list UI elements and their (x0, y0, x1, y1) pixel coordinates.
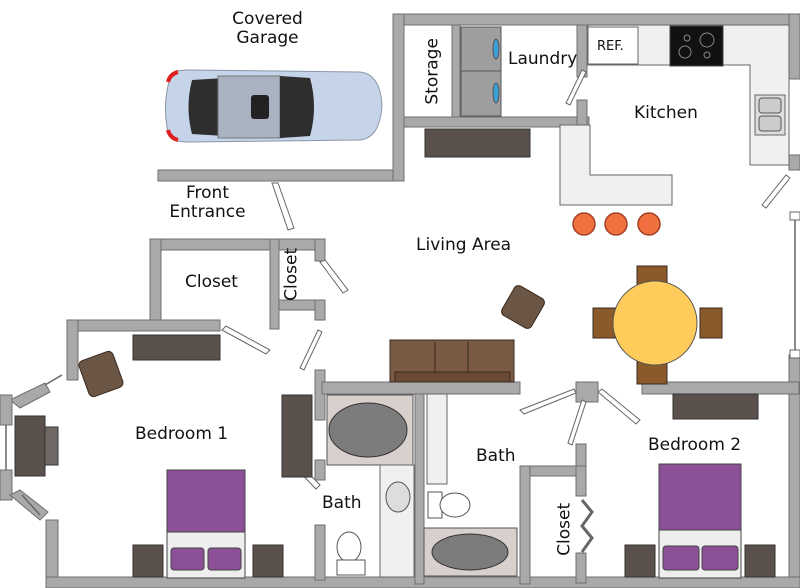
recliner (78, 350, 124, 398)
closet-bed2-label: Closet (554, 502, 575, 556)
garage-label: Covered Garage (220, 10, 315, 47)
sink-icon (754, 94, 786, 136)
car-icon (164, 69, 383, 143)
windows (5, 211, 800, 516)
refrigerator-label: REF. (597, 39, 624, 54)
laundry-label: Laundry (508, 49, 578, 69)
doors (221, 69, 791, 553)
bath2-label: Bath (476, 446, 516, 466)
kitchen-label: Kitchen (634, 103, 698, 123)
garage-label-line1: Covered (232, 9, 303, 29)
living-area-label: Living Area (416, 235, 512, 255)
bed-2 (658, 463, 742, 579)
entrance-label: Front Entrance (160, 184, 255, 221)
bar-stools (572, 212, 661, 236)
walls (0, 13, 800, 588)
garage-label-line2: Garage (236, 27, 299, 48)
washer-dryer (460, 26, 502, 117)
sofa (389, 339, 515, 383)
bath-fixtures (326, 393, 518, 578)
bedroom2-label: Bedroom 2 (648, 435, 742, 455)
bed-1 (166, 469, 246, 579)
refrigerator (587, 26, 639, 65)
bath1-label: Bath (322, 493, 362, 513)
stove-icon (669, 25, 724, 67)
tv-console (14, 128, 776, 578)
closet-front-label: Closet (185, 272, 238, 292)
dining-table (612, 280, 698, 366)
armchair (501, 285, 545, 329)
storage-label: Storage (422, 38, 443, 105)
bedroom1-label: Bedroom 1 (135, 424, 229, 444)
closet-hall-label: Closet (281, 247, 302, 301)
entrance-label-line1: Front (186, 183, 229, 203)
entrance-label-line2: Entrance (169, 201, 246, 222)
